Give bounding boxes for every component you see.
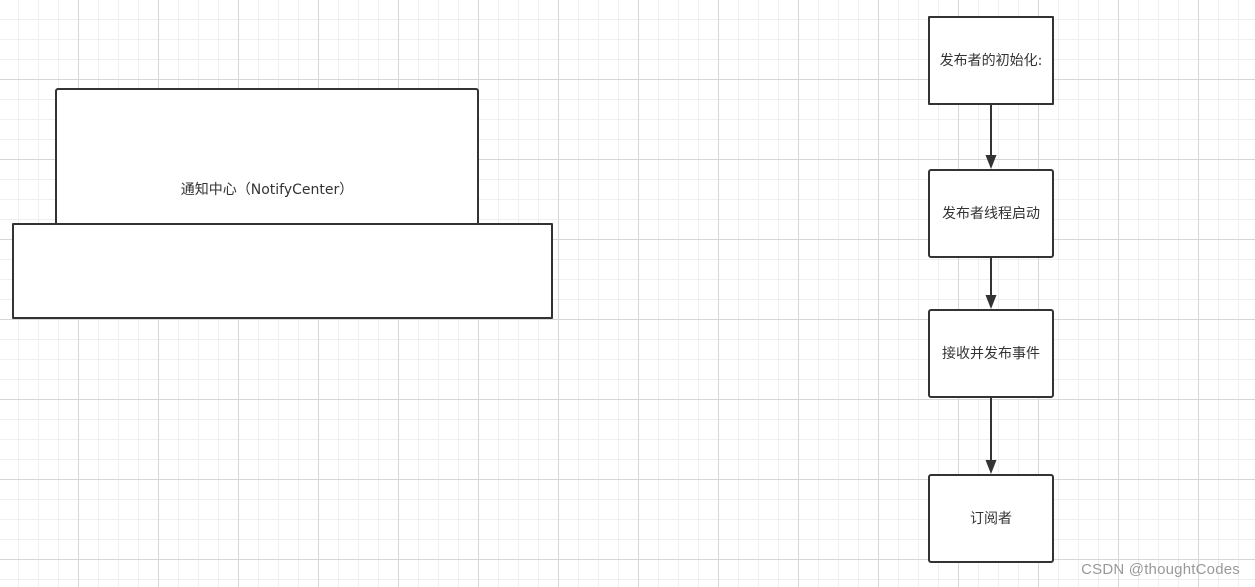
- notify-center-label: 通知中心（NotifyCenter）: [180, 182, 354, 198]
- arrowhead-icon: [985, 460, 997, 474]
- arrow-thread-to-receive: [985, 258, 997, 309]
- flow-node-label: 订阅者: [970, 510, 1012, 527]
- arrow-init-to-thread: [985, 105, 997, 169]
- flow-node-label: 接收并发布事件: [942, 345, 1040, 362]
- flow-node-publisher-thread-start[interactable]: 发布者线程启动: [928, 169, 1054, 258]
- arrowhead-icon: [985, 155, 997, 169]
- flow-node-label: 发布者线程启动: [942, 205, 1040, 222]
- flow-node-subscriber[interactable]: 订阅者: [928, 474, 1054, 563]
- notify-base-box[interactable]: [12, 223, 553, 319]
- flow-node-receive-publish-event[interactable]: 接收并发布事件: [928, 309, 1054, 398]
- flow-node-label: 发布者的初始化:: [939, 52, 1043, 69]
- arrow-receive-to-subscriber: [985, 398, 997, 474]
- flow-node-publisher-init[interactable]: 发布者的初始化:: [928, 16, 1054, 105]
- arrowhead-icon: [985, 295, 997, 309]
- watermark: CSDN @thoughtCodes: [1081, 561, 1240, 578]
